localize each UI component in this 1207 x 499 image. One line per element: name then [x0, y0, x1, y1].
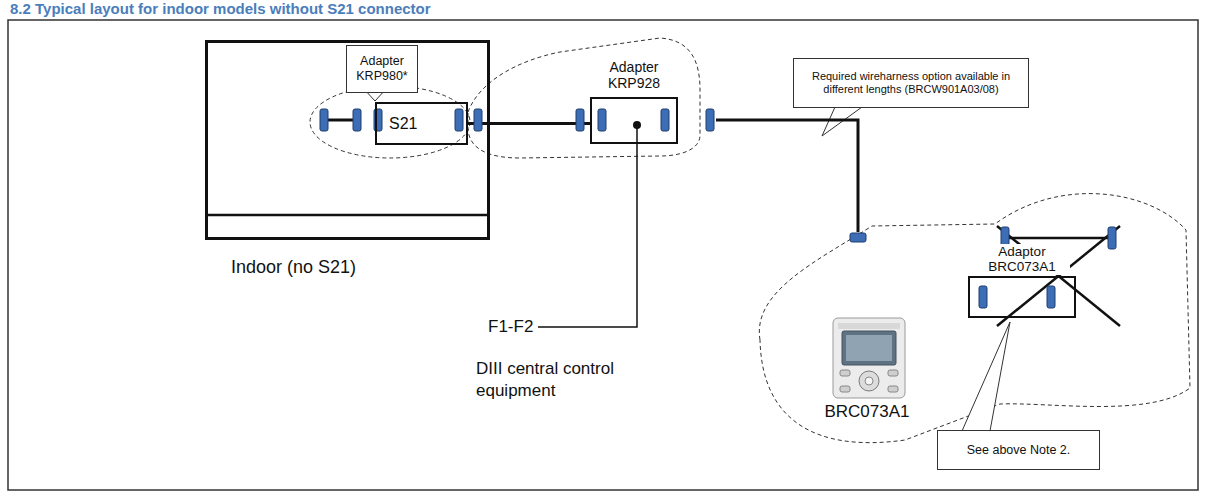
node-label: Adapter KRP928	[592, 59, 676, 91]
node-label: BRC073A1	[824, 402, 909, 424]
callout-box: See above Note 2.	[937, 430, 1100, 470]
equipment-label: DIII central control equipment	[476, 358, 648, 402]
node-label: Adapter KRP980*	[352, 54, 412, 84]
node-label: Required wireharness option available in…	[799, 70, 1023, 96]
connector-box: S21	[375, 102, 468, 145]
junction-dot	[633, 121, 641, 129]
node-label: Adaptor BRC073A1	[974, 244, 1070, 275]
cable	[716, 120, 858, 232]
callout-box: Adapter KRP980*	[346, 45, 418, 93]
signal-name: F1-F2	[488, 316, 533, 338]
frame	[8, 20, 1198, 490]
node-label: Indoor (no S21)	[231, 257, 356, 279]
remote-controller-picture	[833, 318, 905, 398]
adapter-region	[468, 38, 700, 158]
adaptor-box: Adaptor BRC073A1	[968, 276, 1076, 318]
callout-tail	[962, 322, 1010, 431]
indoor-unit: Indoor (no S21)Adapter KRP980*S21	[205, 40, 490, 240]
cable	[468, 122, 590, 125]
adapter-region	[310, 86, 470, 158]
section-title: 8.2 Typical layout for indoor models wit…	[10, 0, 431, 18]
connector-plugs	[320, 109, 1116, 308]
remote-controller: BRC073A1	[812, 312, 922, 424]
adapter-box: Adapter KRP928	[590, 97, 678, 144]
cable	[327, 119, 354, 122]
node-label: See above Note 2.	[967, 443, 1071, 458]
callout-box: Required wireharness option available in…	[793, 58, 1029, 108]
f1-f2-wire	[538, 125, 637, 327]
indoor-band-line	[206, 214, 489, 217]
cable	[1005, 237, 1112, 240]
remote-region	[759, 194, 1190, 443]
node-label: S21	[389, 114, 417, 133]
